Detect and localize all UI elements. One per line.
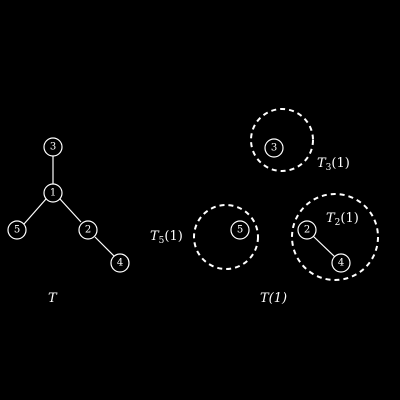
edge-1-5 <box>23 198 47 225</box>
node-1: 1 <box>43 183 63 203</box>
node-5-label: 5 <box>14 225 20 236</box>
subtree-T5-label-main: T <box>150 229 160 244</box>
node-4-label: 4 <box>117 258 123 269</box>
tree-T-caption: T <box>48 291 58 306</box>
subtree-T5-label-arg: (1) <box>164 229 182 244</box>
subtree-T5-label-sub: 5 <box>159 236 165 246</box>
subtree-T2-boundary <box>291 193 379 281</box>
edge-2-4 <box>94 236 115 257</box>
subtree-T2-edge-2-4 <box>312 235 336 258</box>
subtree-T5-boundary <box>193 204 259 270</box>
subtree-T5-node-5-label: 5 <box>237 225 243 236</box>
subtree-T2-label-sub: 2 <box>335 218 341 228</box>
node-3: 3 <box>43 137 63 157</box>
subtree-T2-label-main: T <box>326 211 336 226</box>
subtree-T3-label-main: T <box>317 156 327 171</box>
node-5: 5 <box>7 220 27 240</box>
subtree-T2: 2 4 T2(1) <box>291 193 379 281</box>
node-2-label: 2 <box>85 225 91 236</box>
subtree-T5-label: T5(1) <box>150 229 183 246</box>
forest-T1-caption: T(1) <box>260 291 287 306</box>
subtree-T3: 3 T3(1) <box>250 108 350 173</box>
subtree-T3-node-3: 3 <box>264 138 284 158</box>
subtree-T2-label-arg: (1) <box>340 211 358 226</box>
subtree-T3-label-sub: 3 <box>326 163 332 173</box>
forest-T1: 3 T3(1) 5 T5(1) 2 <box>150 108 379 306</box>
node-4: 4 <box>110 253 130 273</box>
subtree-T3-node-3-label: 3 <box>271 143 277 154</box>
subtree-T3-label: T3(1) <box>317 156 350 173</box>
subtree-T2-node-2: 2 <box>297 220 317 240</box>
subtree-T5: 5 T5(1) <box>150 204 259 270</box>
node-1-label: 1 <box>50 188 56 199</box>
subtree-T3-boundary <box>250 108 314 172</box>
subtree-T2-node-4-label: 4 <box>338 258 344 269</box>
subtree-T2-node-2-label: 2 <box>304 225 310 236</box>
edge-1-2 <box>59 198 82 223</box>
subtree-T2-node-4: 4 <box>331 253 351 273</box>
node-2: 2 <box>78 220 98 240</box>
node-3-label: 3 <box>50 142 56 153</box>
tree-T: 3 1 5 2 4 T <box>7 137 130 306</box>
subtree-T2-label: T2(1) <box>326 211 359 228</box>
subtree-T5-node-5: 5 <box>230 220 250 240</box>
subtree-T3-label-arg: (1) <box>331 156 349 171</box>
